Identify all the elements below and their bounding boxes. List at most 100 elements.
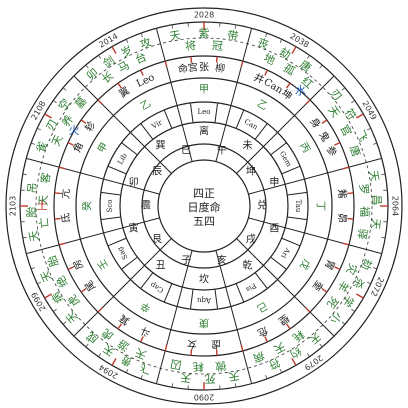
inner-glyph: 昴 (336, 213, 349, 224)
mid-tick (139, 69, 144, 76)
accent-glyph: 水 (295, 84, 306, 97)
outer-glyph: 贵 (119, 352, 135, 369)
mid-tick (80, 119, 87, 124)
rim-tick (381, 173, 386, 176)
mid-tick (80, 288, 87, 293)
inner-glyph: 翼 (117, 85, 132, 101)
outer-glyph: 台 (133, 49, 149, 66)
outer-glyph: 灾 (343, 261, 360, 277)
outer-glyph: 绝 (53, 273, 71, 289)
mid-tick (286, 323, 291, 330)
inner-green-glyph: 壬 (95, 257, 110, 272)
mid-tick (240, 60, 244, 68)
outer-glyph: 虎 (66, 292, 83, 309)
outer-glyph: 胎 (44, 254, 61, 269)
rim-tick (319, 64, 323, 69)
outer-glyph: 天 (180, 371, 192, 385)
mid-tick (54, 217, 61, 220)
rim-tick (98, 55, 102, 59)
inner-spoke (121, 142, 138, 156)
outer-glyph: 劫 (358, 257, 374, 272)
rim-tick (250, 28, 253, 33)
rim-tick (171, 24, 174, 29)
spokes (26, 28, 382, 384)
mid-tick (215, 349, 218, 356)
hub-glyph: 巽 (156, 140, 166, 152)
rim-tick (341, 87, 346, 91)
inner-spoke (100, 191, 121, 196)
year-label: 2028 (194, 11, 214, 20)
inner-spoke (287, 216, 308, 221)
sector-spoke (26, 217, 160, 255)
outer-glyph: 羊 (335, 278, 353, 295)
outer-glyph: 唐 (347, 143, 364, 158)
outer-glyph: 带 (226, 29, 239, 44)
hub-glyph: 卯 (129, 177, 139, 189)
outer-glyph: 劫 (277, 45, 293, 62)
mid-tick (342, 242, 350, 246)
rim-tick (44, 113, 52, 119)
inner-spoke (270, 256, 287, 270)
rim-tick (73, 75, 78, 80)
rim-tick (85, 343, 89, 348)
outer-glyph: 紫 (199, 27, 210, 40)
mid-tick (67, 266, 74, 271)
rim-tick (377, 157, 382, 160)
ticks (20, 22, 388, 390)
sign-label: Vir (150, 118, 165, 131)
mid-tick (117, 82, 122, 89)
rim-tick (306, 353, 310, 357)
rim-tick (30, 267, 35, 270)
rim-tick (381, 236, 386, 239)
mid-tick (97, 307, 103, 313)
hub-glyph: 乾 (242, 258, 252, 271)
outer-glyph: 马 (116, 59, 132, 76)
mid-tick (164, 60, 168, 68)
rim-tick (351, 100, 355, 104)
outer-glyph: 天 (38, 268, 54, 283)
ring-circle (5, 7, 403, 405)
rim-tick (111, 46, 117, 54)
outer-glyph: 飞 (138, 360, 153, 376)
inner-glyph: 角 (71, 140, 86, 154)
mid-tick (334, 266, 341, 271)
outer-glyph: 杀 (350, 275, 367, 291)
inner-glyph: 张 (199, 62, 209, 74)
rim-tick (140, 32, 143, 37)
year-label: 2090 (194, 393, 214, 402)
outer-glyph: 天 (133, 345, 148, 361)
outer-glyph: 飞 (353, 128, 369, 143)
outer-glyph: 微 (215, 359, 227, 374)
inner-glyph: 氐 (60, 213, 73, 224)
outer-glyph: 天 (369, 218, 383, 230)
rim-tick (373, 267, 378, 270)
outer-glyph: 罗 (357, 183, 371, 195)
outer-glyph: 亡 (36, 217, 51, 229)
year-label: 2038 (288, 32, 310, 50)
sign-label: Sco (106, 200, 114, 213)
sign-label: Lib (116, 152, 129, 166)
sector-spoke (248, 157, 382, 195)
mid-tick (240, 344, 244, 352)
inner-green-glyph: 甲 (96, 141, 111, 155)
year-label: 2099 (30, 290, 48, 312)
inner-spoke (163, 283, 173, 303)
inner-spoke (121, 256, 138, 270)
rim-tick (98, 353, 102, 357)
inner-spoke (254, 123, 268, 140)
mid-tick (347, 192, 354, 195)
mid-tick (347, 217, 354, 220)
rim-tick (319, 343, 323, 348)
rim-tick (291, 358, 297, 366)
outer-glyph: 游 (116, 337, 132, 354)
sector-spoke (73, 238, 172, 337)
outer-glyph: 天 (37, 195, 50, 206)
inner-green-glyph: 丙 (297, 141, 312, 155)
outer-glyph: 病 (48, 289, 66, 306)
inner-glyph: 命宫 (177, 60, 198, 75)
inner-glyph: 奎 (310, 278, 326, 294)
rim-tick (366, 127, 371, 131)
inner-glyph: 箕 (116, 312, 132, 328)
